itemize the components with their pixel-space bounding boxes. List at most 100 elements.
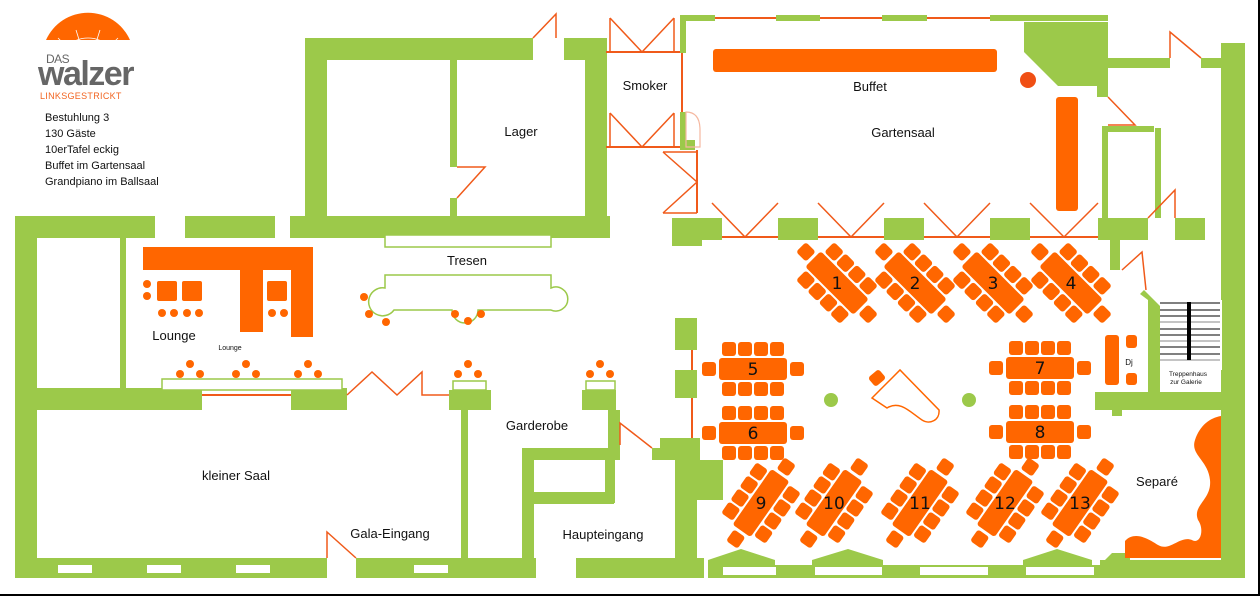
chair xyxy=(992,254,1011,272)
label-treppenhaus: Treppenhaus xyxy=(1169,371,1208,378)
chair xyxy=(987,305,1005,323)
chair xyxy=(953,243,971,261)
label-lounge-small: Lounge xyxy=(218,345,241,352)
info-line: 10erTafel eckig xyxy=(45,144,119,156)
chair xyxy=(797,271,815,289)
chair xyxy=(1009,445,1023,459)
staircase xyxy=(1160,300,1222,370)
chair xyxy=(722,342,736,356)
table-12: 12 xyxy=(966,458,1044,548)
chair xyxy=(1041,341,1055,355)
chair xyxy=(702,362,716,376)
table-top xyxy=(806,252,868,314)
table-1: 1 xyxy=(797,243,877,323)
chair xyxy=(932,499,950,517)
chair xyxy=(1015,277,1033,295)
doors xyxy=(326,12,1202,559)
chair xyxy=(782,486,800,504)
chair xyxy=(1009,405,1023,419)
table-9: 9 xyxy=(722,458,800,548)
room-label-smoker: Smoker xyxy=(623,78,668,93)
chair xyxy=(738,406,752,420)
chair xyxy=(722,502,740,520)
chair xyxy=(909,305,927,323)
chair xyxy=(1092,499,1110,517)
chair xyxy=(1004,265,1022,284)
table-8: 8 xyxy=(989,405,1091,459)
chair xyxy=(722,406,736,420)
chair xyxy=(1015,305,1033,323)
chair xyxy=(936,458,954,476)
table-top xyxy=(962,252,1024,314)
chair xyxy=(808,282,826,301)
chair xyxy=(770,406,784,420)
chair xyxy=(1068,463,1086,481)
table-top xyxy=(892,470,948,536)
info-line: 130 Gäste xyxy=(45,128,96,140)
chair xyxy=(727,530,745,548)
chair xyxy=(738,382,752,396)
dj-booth xyxy=(1105,335,1137,385)
table-top xyxy=(977,470,1033,536)
chair xyxy=(831,305,849,323)
table-number: 6 xyxy=(748,424,759,444)
chair xyxy=(1041,502,1059,520)
chair xyxy=(859,277,877,295)
chair xyxy=(897,294,916,312)
chair xyxy=(722,446,736,460)
chair xyxy=(770,342,784,356)
chair xyxy=(848,265,866,284)
chair xyxy=(1057,381,1071,395)
table-top xyxy=(806,470,862,536)
chair xyxy=(1083,512,1101,530)
table-number: 1 xyxy=(832,274,843,294)
table-6: 6 xyxy=(702,406,804,460)
chair xyxy=(738,446,752,460)
grand-piano xyxy=(869,368,940,423)
chair xyxy=(1008,512,1026,530)
chair xyxy=(975,294,994,312)
chair xyxy=(1065,305,1083,323)
chair xyxy=(964,282,982,301)
chair xyxy=(875,271,893,289)
chair xyxy=(1046,530,1064,548)
chair xyxy=(846,499,864,517)
chair xyxy=(941,486,959,504)
chair xyxy=(908,463,926,481)
label-buffet: Buffet xyxy=(853,79,887,94)
chair xyxy=(722,382,736,396)
separe-sofa xyxy=(1125,416,1221,558)
chair xyxy=(993,463,1011,481)
chair xyxy=(1059,243,1077,261)
chair xyxy=(953,271,971,289)
label-gala-eingang: Gala-Eingang xyxy=(350,526,430,541)
pillar xyxy=(824,393,838,407)
table-number: 2 xyxy=(910,274,921,294)
windows xyxy=(58,565,1094,575)
chair xyxy=(770,446,784,460)
info-line: Buffet im Gartensaal xyxy=(45,160,146,172)
chair xyxy=(1041,445,1055,459)
room-label-garderobe: Garderobe xyxy=(506,418,568,433)
chair xyxy=(1077,361,1091,375)
table-number: 13 xyxy=(1069,494,1091,514)
label-tresen: Tresen xyxy=(447,253,487,268)
event-info: Bestuhlung 3 130 Gäste 10erTafel eckig B… xyxy=(45,110,159,190)
table-top xyxy=(1052,470,1108,536)
chair xyxy=(731,489,749,507)
chair xyxy=(740,476,758,494)
chair xyxy=(773,499,791,517)
chair xyxy=(1093,305,1111,323)
chair xyxy=(999,525,1017,543)
chair xyxy=(770,382,784,396)
chair xyxy=(749,463,767,481)
chair xyxy=(1017,499,1035,517)
logo-wordmark: walzer xyxy=(38,55,134,93)
chair xyxy=(1101,486,1119,504)
chair xyxy=(819,294,838,312)
table-3: 3 xyxy=(953,243,1033,323)
chair xyxy=(804,489,822,507)
table-top xyxy=(719,422,787,444)
table-13: 13 xyxy=(1041,458,1119,548)
chair xyxy=(754,406,768,420)
